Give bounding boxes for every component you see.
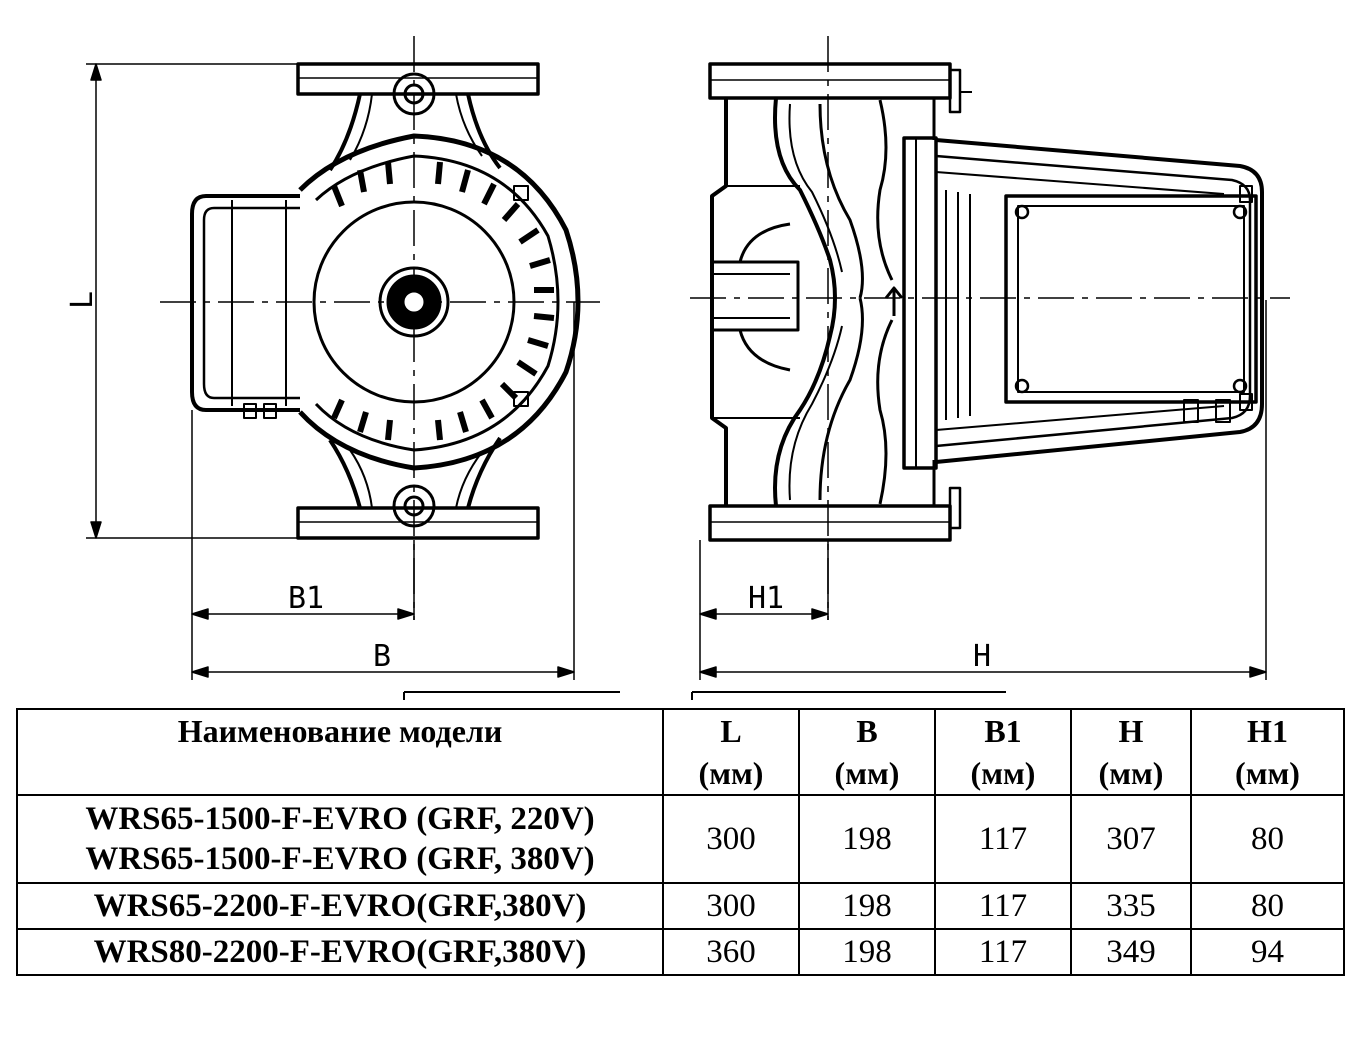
table-row: WRS65-2200-F-EVRO(GRF,380V) 300 198 117 … [16, 882, 1345, 930]
pump-technical-drawing: L B1 B H1 H [65, 36, 1290, 700]
header-unit: (мм) [698, 755, 764, 791]
scan-artifact-lines [403, 691, 1006, 700]
table-header-row: Наименование модели L (мм) B (мм) B1 (мм… [16, 708, 1345, 796]
header-unit: (мм) [1235, 755, 1300, 791]
value-B: 198 [798, 882, 936, 930]
value-H: 335 [1070, 882, 1192, 930]
header-B1: B1 (мм) [934, 708, 1072, 796]
value-B1: 117 [934, 794, 1072, 884]
header-H-label: H [1118, 713, 1144, 749]
header-L: L (мм) [662, 708, 800, 796]
dim-label-H: H [973, 639, 991, 674]
model-name: WRS65-1500-F-EVRO (GRF, 220V) [85, 801, 595, 837]
front-view [86, 36, 600, 680]
value-B: 198 [798, 928, 936, 976]
header-H1-label: H1 [1247, 713, 1288, 749]
header-B-label: B [856, 713, 878, 749]
header-B1-label: B1 [984, 713, 1022, 749]
header-unit: (мм) [1098, 755, 1164, 791]
dimensions-table: Наименование модели L (мм) B (мм) B1 (мм… [16, 708, 1345, 976]
value-H1: 80 [1190, 882, 1345, 930]
value-B1: 117 [934, 882, 1072, 930]
dim-label-H1: H1 [748, 581, 784, 616]
dim-label-B: B [373, 639, 391, 674]
value-H1: 80 [1190, 794, 1345, 884]
model-name-cell: WRS65-1500-F-EVRO (GRF, 220V) WRS65-1500… [16, 794, 664, 884]
model-name: WRS65-1500-F-EVRO (GRF, 380V) [85, 841, 595, 877]
header-unit: (мм) [834, 755, 900, 791]
value-L: 300 [662, 794, 800, 884]
value-L: 360 [662, 928, 800, 976]
table-row: WRS80-2200-F-EVRO(GRF,380V) 360 198 117 … [16, 928, 1345, 976]
header-H1: H1 (мм) [1190, 708, 1345, 796]
value-L: 300 [662, 882, 800, 930]
header-model: Наименование модели [16, 708, 664, 796]
value-B1: 117 [934, 928, 1072, 976]
value-H: 349 [1070, 928, 1192, 976]
header-unit: (мм) [970, 755, 1036, 791]
header-H: H (мм) [1070, 708, 1192, 796]
header-B: B (мм) [798, 708, 936, 796]
value-H: 307 [1070, 794, 1192, 884]
model-name: WRS80-2200-F-EVRO(GRF,380V) [16, 928, 664, 976]
value-B: 198 [798, 794, 936, 884]
value-H1: 94 [1190, 928, 1345, 976]
side-view [690, 36, 1290, 680]
dim-label-L: L [65, 291, 100, 309]
table-row: WRS65-1500-F-EVRO (GRF, 220V) WRS65-1500… [16, 794, 1345, 884]
header-L-label: L [720, 713, 742, 749]
dim-label-B1: B1 [288, 581, 324, 616]
model-name: WRS65-2200-F-EVRO(GRF,380V) [16, 882, 664, 930]
